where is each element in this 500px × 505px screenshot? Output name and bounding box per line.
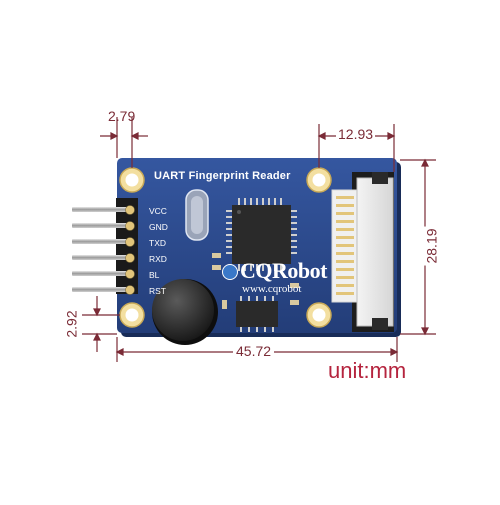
dim-hole-inset-y: 2.92 <box>63 310 80 338</box>
mcu-chip <box>226 198 297 271</box>
pin-label-rst: RST <box>149 286 166 296</box>
pin-label-rxd: RXD <box>149 254 167 264</box>
fpc-connector <box>331 172 394 332</box>
buzzer <box>152 279 218 345</box>
dim-board-width: 45.72 <box>233 343 275 359</box>
pin-label-vcc: VCC <box>149 206 167 216</box>
small-ic <box>236 296 278 332</box>
pin-label-bl: BL <box>149 270 160 280</box>
dim-connector-width: 12.93 <box>336 126 376 142</box>
board-title: UART Fingerprint Reader <box>154 170 291 182</box>
pin-label-gnd: GND <box>149 222 168 232</box>
passive-components <box>212 253 299 309</box>
dim-hole-inset-x: 2.79 <box>108 108 136 124</box>
watermark-logo-icon <box>222 264 238 280</box>
crystal <box>185 189 209 241</box>
watermark-brand: CQRobot <box>240 258 327 283</box>
dim-board-height: 28.19 <box>423 226 440 266</box>
pin-label-txd: TXD <box>149 238 166 248</box>
unit-label: unit:mm <box>328 358 407 383</box>
watermark-url: www.cqrobot <box>242 283 302 295</box>
pin-header <box>72 198 138 295</box>
